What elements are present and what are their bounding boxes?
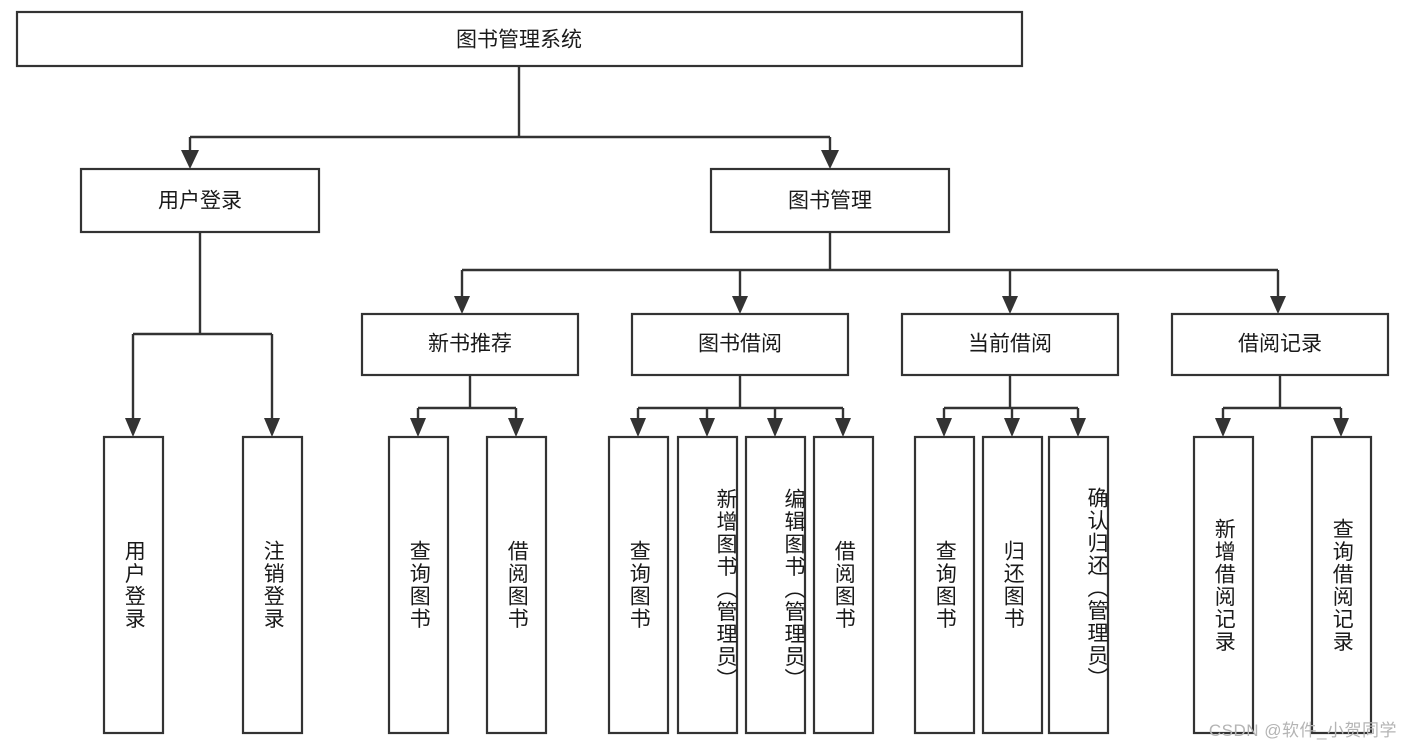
arrowhead-bookmgmt [821, 150, 839, 169]
leaf-nb-query-book[interactable] [387, 435, 450, 735]
node-book-management-label: 图书管理 [788, 190, 872, 213]
node-layer: 图书管理系统 用户登录 图书管理 新书推荐 图书借阅 当前借阅 借阅记录 [15, 10, 1390, 735]
arrowhead-leaf-br-1 [1215, 418, 1231, 437]
arrowhead-leaf-nb-2 [508, 418, 524, 437]
arrowhead-bookborrow [732, 296, 748, 314]
watermark-text: CSDN @软件_小贺同学 [1208, 721, 1397, 740]
node-borrow-record[interactable] [1170, 312, 1390, 377]
leaf-user-login[interactable] [102, 435, 165, 735]
leaf-cb-confirm-return[interactable] [1047, 435, 1110, 735]
node-borrow-record-label: 借阅记录 [1238, 333, 1322, 356]
arrowhead-leaf-cb-2 [1004, 418, 1020, 437]
node-book-borrow[interactable] [630, 312, 850, 377]
node-new-book-recommend-label: 新书推荐 [428, 333, 512, 356]
leaf-br-query-record[interactable] [1310, 435, 1373, 735]
leaf-br-add-record[interactable] [1192, 435, 1255, 735]
arrowhead-leaf-cb-3 [1070, 418, 1086, 437]
arrowhead-borrowrecord [1270, 296, 1286, 314]
arrowhead-leaf-user-login [125, 418, 141, 437]
arrowhead-userlogin [181, 150, 199, 169]
node-user-login[interactable] [79, 167, 321, 234]
leaf-cb-query-book[interactable] [913, 435, 976, 735]
node-new-book-recommend[interactable] [360, 312, 580, 377]
node-user-login-label: 用户登录 [158, 190, 242, 213]
arrowhead-leaf-bb-4 [835, 418, 851, 437]
node-book-borrow-label: 图书借阅 [698, 333, 782, 356]
leaf-bb-borrow-book[interactable] [812, 435, 875, 735]
arrowhead-leaf-nb-1 [410, 418, 426, 437]
arrowhead-currentborrow [1002, 296, 1018, 314]
arrowhead-leaf-bb-1 [630, 418, 646, 437]
leaf-bb-add-book[interactable] [676, 435, 739, 735]
connector-layer [125, 66, 1349, 437]
node-current-borrow[interactable] [900, 312, 1120, 377]
leaf-nb-borrow-book[interactable] [485, 435, 548, 735]
leaf-logout[interactable] [241, 435, 304, 735]
arrowhead-leaf-bb-3 [767, 418, 783, 437]
node-root-label: 图书管理系统 [456, 29, 582, 52]
node-current-borrow-label: 当前借阅 [968, 333, 1052, 356]
arrowhead-leaf-logout [264, 418, 280, 437]
leaf-cb-return-book[interactable] [981, 435, 1044, 735]
arrowhead-leaf-br-2 [1333, 418, 1349, 437]
leaf-bb-edit-book[interactable] [744, 435, 807, 735]
node-book-management[interactable] [709, 167, 951, 234]
arrowhead-leaf-cb-1 [936, 418, 952, 437]
arrowhead-leaf-bb-2 [699, 418, 715, 437]
leaf-bb-query-book[interactable] [607, 435, 670, 735]
arrowhead-newbook [454, 296, 470, 314]
node-root[interactable] [15, 10, 1024, 68]
